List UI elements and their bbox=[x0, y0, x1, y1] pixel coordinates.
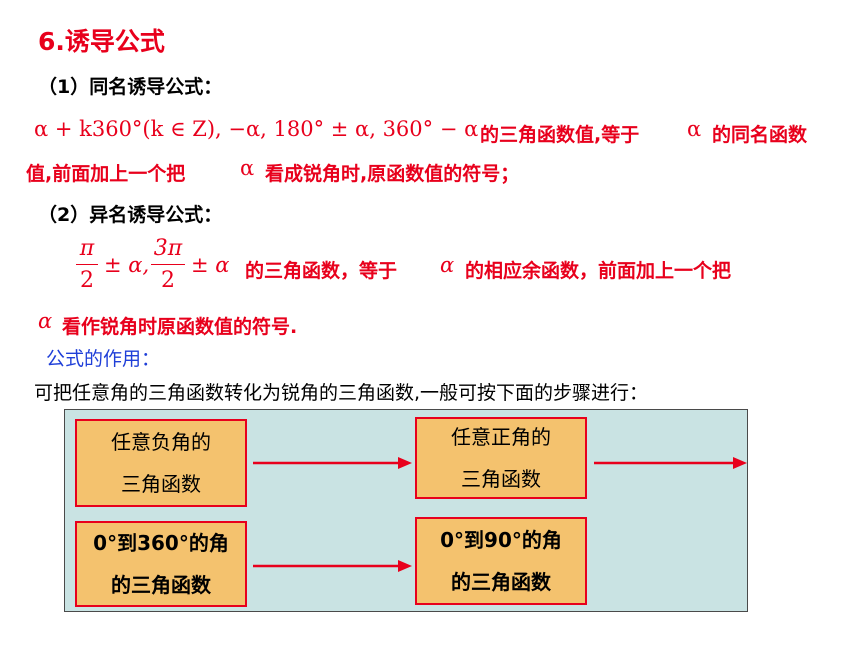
section1-line2-text-1: 值,前面加上一个把 bbox=[26, 163, 186, 185]
section2-heading-num: 2 bbox=[57, 204, 71, 226]
section1-heading-text: ）同名诱导公式： bbox=[70, 76, 223, 98]
fraction1-denominator: 2 bbox=[80, 268, 94, 293]
section1-text-1: 的三角函数值,等于 bbox=[480, 124, 640, 146]
flow-box1-line1: 任意负角的 bbox=[111, 430, 211, 454]
fraction2-bar bbox=[151, 264, 185, 265]
section2-alpha: α bbox=[440, 253, 455, 277]
arrow-right-3 bbox=[253, 560, 412, 572]
section2-line2-text: 看作锐角时原函数值的符号. bbox=[62, 316, 298, 338]
section2-after-frac2: ± α bbox=[191, 253, 230, 277]
arrow-right-1 bbox=[253, 457, 412, 469]
section1-line2-text-2: 看成锐角时,原函数值的符号； bbox=[265, 163, 520, 185]
section1-heading-open: （ bbox=[38, 76, 58, 98]
fraction-3pi-over-2: 3π 2 bbox=[151, 236, 185, 294]
section1-heading: （1）同名诱导公式： bbox=[38, 72, 222, 99]
section2-text-1: 的三角函数，等于 bbox=[245, 260, 398, 282]
flow-box3-line1: 0°到360°的角 bbox=[93, 531, 229, 555]
flow-box2-line2: 三角函数 bbox=[461, 467, 541, 491]
usage-text: 可把任意角的三角函数转化为锐角的三角函数,一般可按下面的步骤进行： bbox=[34, 382, 649, 404]
flow-box-0-to-360: 0°到360°的角 的三角函数 bbox=[75, 521, 247, 607]
section2-text-2: 的相应余函数，前面加上一个把 bbox=[465, 260, 732, 282]
flow-box3-line2: 的三角函数 bbox=[111, 573, 211, 597]
section1-line2-alpha: α bbox=[240, 156, 255, 180]
fraction2-denominator: 2 bbox=[161, 268, 175, 293]
section1-heading-num: 1 bbox=[57, 76, 71, 98]
flow-box4-line2: 的三角函数 bbox=[451, 570, 551, 594]
section1-text-2: 的同名函数 bbox=[712, 124, 808, 146]
section2-heading: （2）异名诱导公式： bbox=[38, 200, 222, 227]
usage-heading: 公式的作用： bbox=[46, 348, 161, 370]
section2-after-frac1: ± α, bbox=[104, 253, 150, 277]
fraction-pi-over-2: π 2 bbox=[76, 236, 98, 294]
section2-heading-text: ）异名诱导公式： bbox=[70, 204, 223, 226]
flow-box-positive-angle: 任意正角的 三角函数 bbox=[415, 417, 587, 499]
flow-box4-line1: 0°到90°的角 bbox=[440, 528, 562, 552]
fraction2-numerator: 3π bbox=[153, 236, 183, 261]
flow-box1-line2: 三角函数 bbox=[121, 472, 201, 496]
flow-box2-line1: 任意正角的 bbox=[451, 425, 551, 449]
flow-box-0-to-90: 0°到90°的角 的三角函数 bbox=[415, 517, 587, 605]
fraction1-bar bbox=[76, 264, 98, 265]
fraction1-numerator: π bbox=[79, 236, 95, 261]
flow-box-negative-angle: 任意负角的 三角函数 bbox=[75, 419, 247, 507]
section1-formula: α + k360°(k ∈ Z), −α, 180° ± α, 360° − α bbox=[34, 117, 479, 141]
arrow-right-2 bbox=[594, 457, 747, 469]
section2-heading-open: （ bbox=[38, 204, 58, 226]
page-title: 6.诱导公式 bbox=[38, 27, 165, 56]
section1-alpha: α bbox=[687, 117, 702, 141]
section2-line2-alpha: α bbox=[38, 309, 53, 333]
